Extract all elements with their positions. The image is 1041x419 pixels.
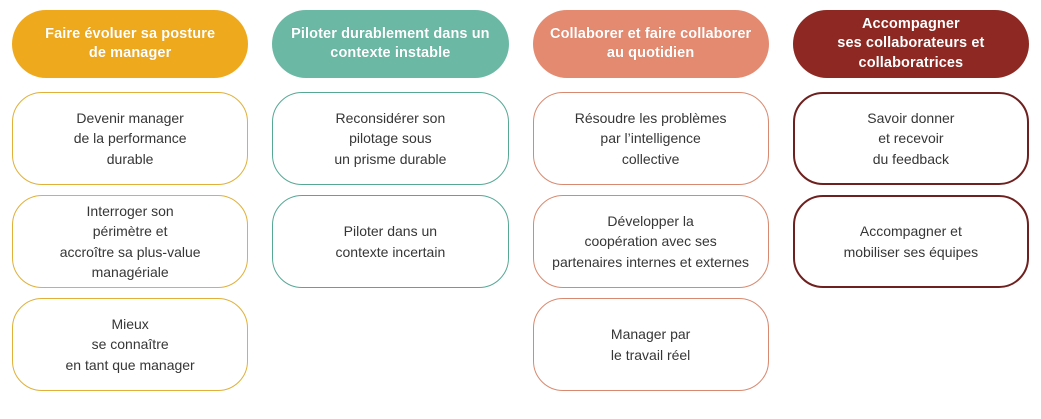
- card-list-pilotage-durable: Reconsidérer son pilotage sous un prisme d…: [272, 92, 509, 391]
- card-line: un prisme durable: [334, 150, 447, 167]
- card-line: Savoir donner: [867, 110, 955, 127]
- card-line: Devenir manager: [76, 110, 184, 127]
- card-text: Résoudre les problèmes par l’intelligence…: [575, 108, 727, 169]
- card[interactable]: Devenir manager de la performance durable: [12, 92, 249, 185]
- column-collaboration: Collaborer et faire collaborer au quotidi…: [521, 10, 781, 419]
- header-line: Faire évoluer sa posture: [45, 25, 216, 42]
- card-list-collaboration: Résoudre les problèmes par l’intelligence…: [532, 92, 769, 391]
- header-line: ses collaborateurs et: [837, 35, 985, 52]
- column-header-posture-de-manager[interactable]: Faire évoluer sa posture de manager: [12, 10, 249, 78]
- card-line: et recevoir: [878, 130, 944, 147]
- card-line: périmètre et: [92, 223, 168, 240]
- card-line: en tant que manager: [65, 356, 195, 373]
- card-line: contexte incertain: [335, 243, 446, 260]
- card[interactable]: Résoudre les problèmes par l’intelligence…: [532, 92, 769, 185]
- column-header-text: Collaborer et faire collaborer au quotidi…: [550, 25, 751, 63]
- card-line: Résoudre les problèmes: [574, 110, 727, 127]
- card-line: Mieux: [111, 316, 149, 333]
- column-accompagnement: Accompagner ses collaborateurs et collabor…: [781, 10, 1041, 419]
- header-line: Accompagner: [861, 16, 960, 33]
- card[interactable]: Développer la coopération avec ses partena…: [532, 195, 769, 288]
- card[interactable]: Interroger son périmètre et accroître sa p…: [12, 195, 249, 288]
- card[interactable]: Piloter dans un contexte incertain: [272, 195, 509, 288]
- header-line: contexte instable: [330, 45, 451, 61]
- card-text: Accompagner et mobiliser ses équipes: [844, 221, 979, 262]
- card-text: Devenir manager de la performance durable: [74, 108, 187, 169]
- card-line: se connaître: [91, 336, 169, 353]
- card-line: Interroger son: [86, 202, 174, 219]
- card-line: durable: [106, 150, 154, 167]
- card-line: Piloter dans un: [343, 223, 438, 240]
- column-header-text: Piloter durablement dans un contexte inst…: [291, 25, 489, 63]
- column-header-collaboration[interactable]: Collaborer et faire collaborer au quotidi…: [532, 10, 769, 78]
- column-header-accompagnement[interactable]: Accompagner ses collaborateurs et collabor…: [792, 10, 1029, 78]
- card-line: Reconsidérer son: [335, 110, 446, 127]
- card-text: Reconsidérer son pilotage sous un prisme d…: [334, 108, 446, 169]
- column-header-pilotage-durable[interactable]: Piloter durablement dans un contexte inst…: [272, 10, 509, 78]
- card-text: Piloter dans un contexte incertain: [336, 221, 446, 262]
- card-line: managériale: [91, 263, 169, 280]
- card-line: de la performance: [73, 130, 187, 147]
- column-header-text: Faire évoluer sa posture de manager: [45, 25, 215, 63]
- card-line: collective: [621, 150, 680, 167]
- card-line: Manager par: [610, 326, 691, 343]
- card-line: pilotage sous: [349, 130, 432, 147]
- card-line: le travail réel: [610, 346, 691, 363]
- card-line: Accompagner et: [859, 223, 962, 240]
- card-text: Savoir donner et recevoir du feedback: [867, 108, 954, 169]
- card[interactable]: Mieux se connaître en tant que manager: [12, 298, 249, 391]
- card[interactable]: Reconsidérer son pilotage sous un prisme d…: [272, 92, 509, 185]
- header-line: Collaborer et faire collaborer: [550, 25, 752, 42]
- card-line: coopération avec ses: [584, 233, 717, 250]
- column-header-text: Accompagner ses collaborateurs et collabor…: [837, 15, 984, 72]
- card-line: accroître sa plus-value: [59, 243, 201, 260]
- column-pilotage-durable: Piloter durablement dans un contexte inst…: [260, 10, 520, 419]
- card-line: du feedback: [872, 150, 950, 167]
- card-text: Mieux se connaître en tant que manager: [66, 314, 195, 375]
- card-line: par l’intelligence: [600, 130, 701, 147]
- header-line: collaboratrices: [858, 54, 964, 71]
- card-text: Manager par le travail réel: [611, 324, 690, 365]
- card[interactable]: Manager par le travail réel: [532, 298, 769, 391]
- header-line: de manager: [88, 45, 172, 61]
- card-text: Développer la coopération avec ses partena…: [552, 211, 749, 272]
- card-line: Développer la: [607, 213, 694, 230]
- header-line: au quotidien: [606, 45, 695, 61]
- card-line: mobiliser ses équipes: [843, 243, 979, 260]
- card[interactable]: Savoir donner et recevoir du feedback: [792, 92, 1029, 185]
- card-line: partenaires internes et externes: [552, 253, 750, 270]
- card-text: Interroger son périmètre et accroître sa p…: [60, 201, 201, 282]
- header-line: Piloter durablement dans un: [291, 25, 490, 42]
- card[interactable]: Accompagner et mobiliser ses équipes: [792, 195, 1029, 288]
